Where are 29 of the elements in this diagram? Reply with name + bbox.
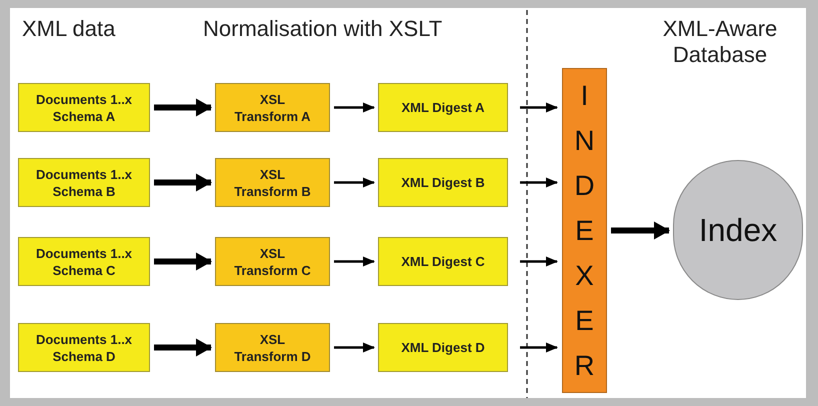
digest-box: XML Digest B <box>378 158 508 207</box>
arrow <box>520 102 558 112</box>
arrow <box>154 252 212 270</box>
source-box: Documents 1..x Schema B <box>18 158 150 207</box>
arrow <box>154 174 212 192</box>
transform-box: XSL Transform B <box>215 158 330 207</box>
column-heading: Normalisation with XSLT <box>203 16 442 42</box>
source-box: Documents 1..x Schema A <box>18 83 150 132</box>
digest-box: XML Digest D <box>378 323 508 372</box>
transform-box: XSL Transform A <box>215 83 330 132</box>
transform-box: XSL Transform C <box>215 237 330 286</box>
arrow <box>520 256 558 266</box>
arrow <box>520 178 558 188</box>
arrow <box>334 102 375 112</box>
arrow <box>520 342 558 352</box>
arrow <box>154 338 212 356</box>
transform-box: XSL Transform D <box>215 323 330 372</box>
source-box: Documents 1..x Schema D <box>18 323 150 372</box>
digest-box: XML Digest C <box>378 237 508 286</box>
column-heading: XML data <box>22 16 116 42</box>
arrow <box>154 98 212 116</box>
arrow <box>334 342 375 352</box>
column-heading: XML-Aware Database <box>662 16 778 68</box>
arrow <box>611 222 670 240</box>
indexer-bar: INDEXER <box>562 68 607 393</box>
arrow <box>334 178 375 188</box>
arrow <box>334 256 375 266</box>
digest-box: XML Digest A <box>378 83 508 132</box>
source-box: Documents 1..x Schema C <box>18 237 150 286</box>
